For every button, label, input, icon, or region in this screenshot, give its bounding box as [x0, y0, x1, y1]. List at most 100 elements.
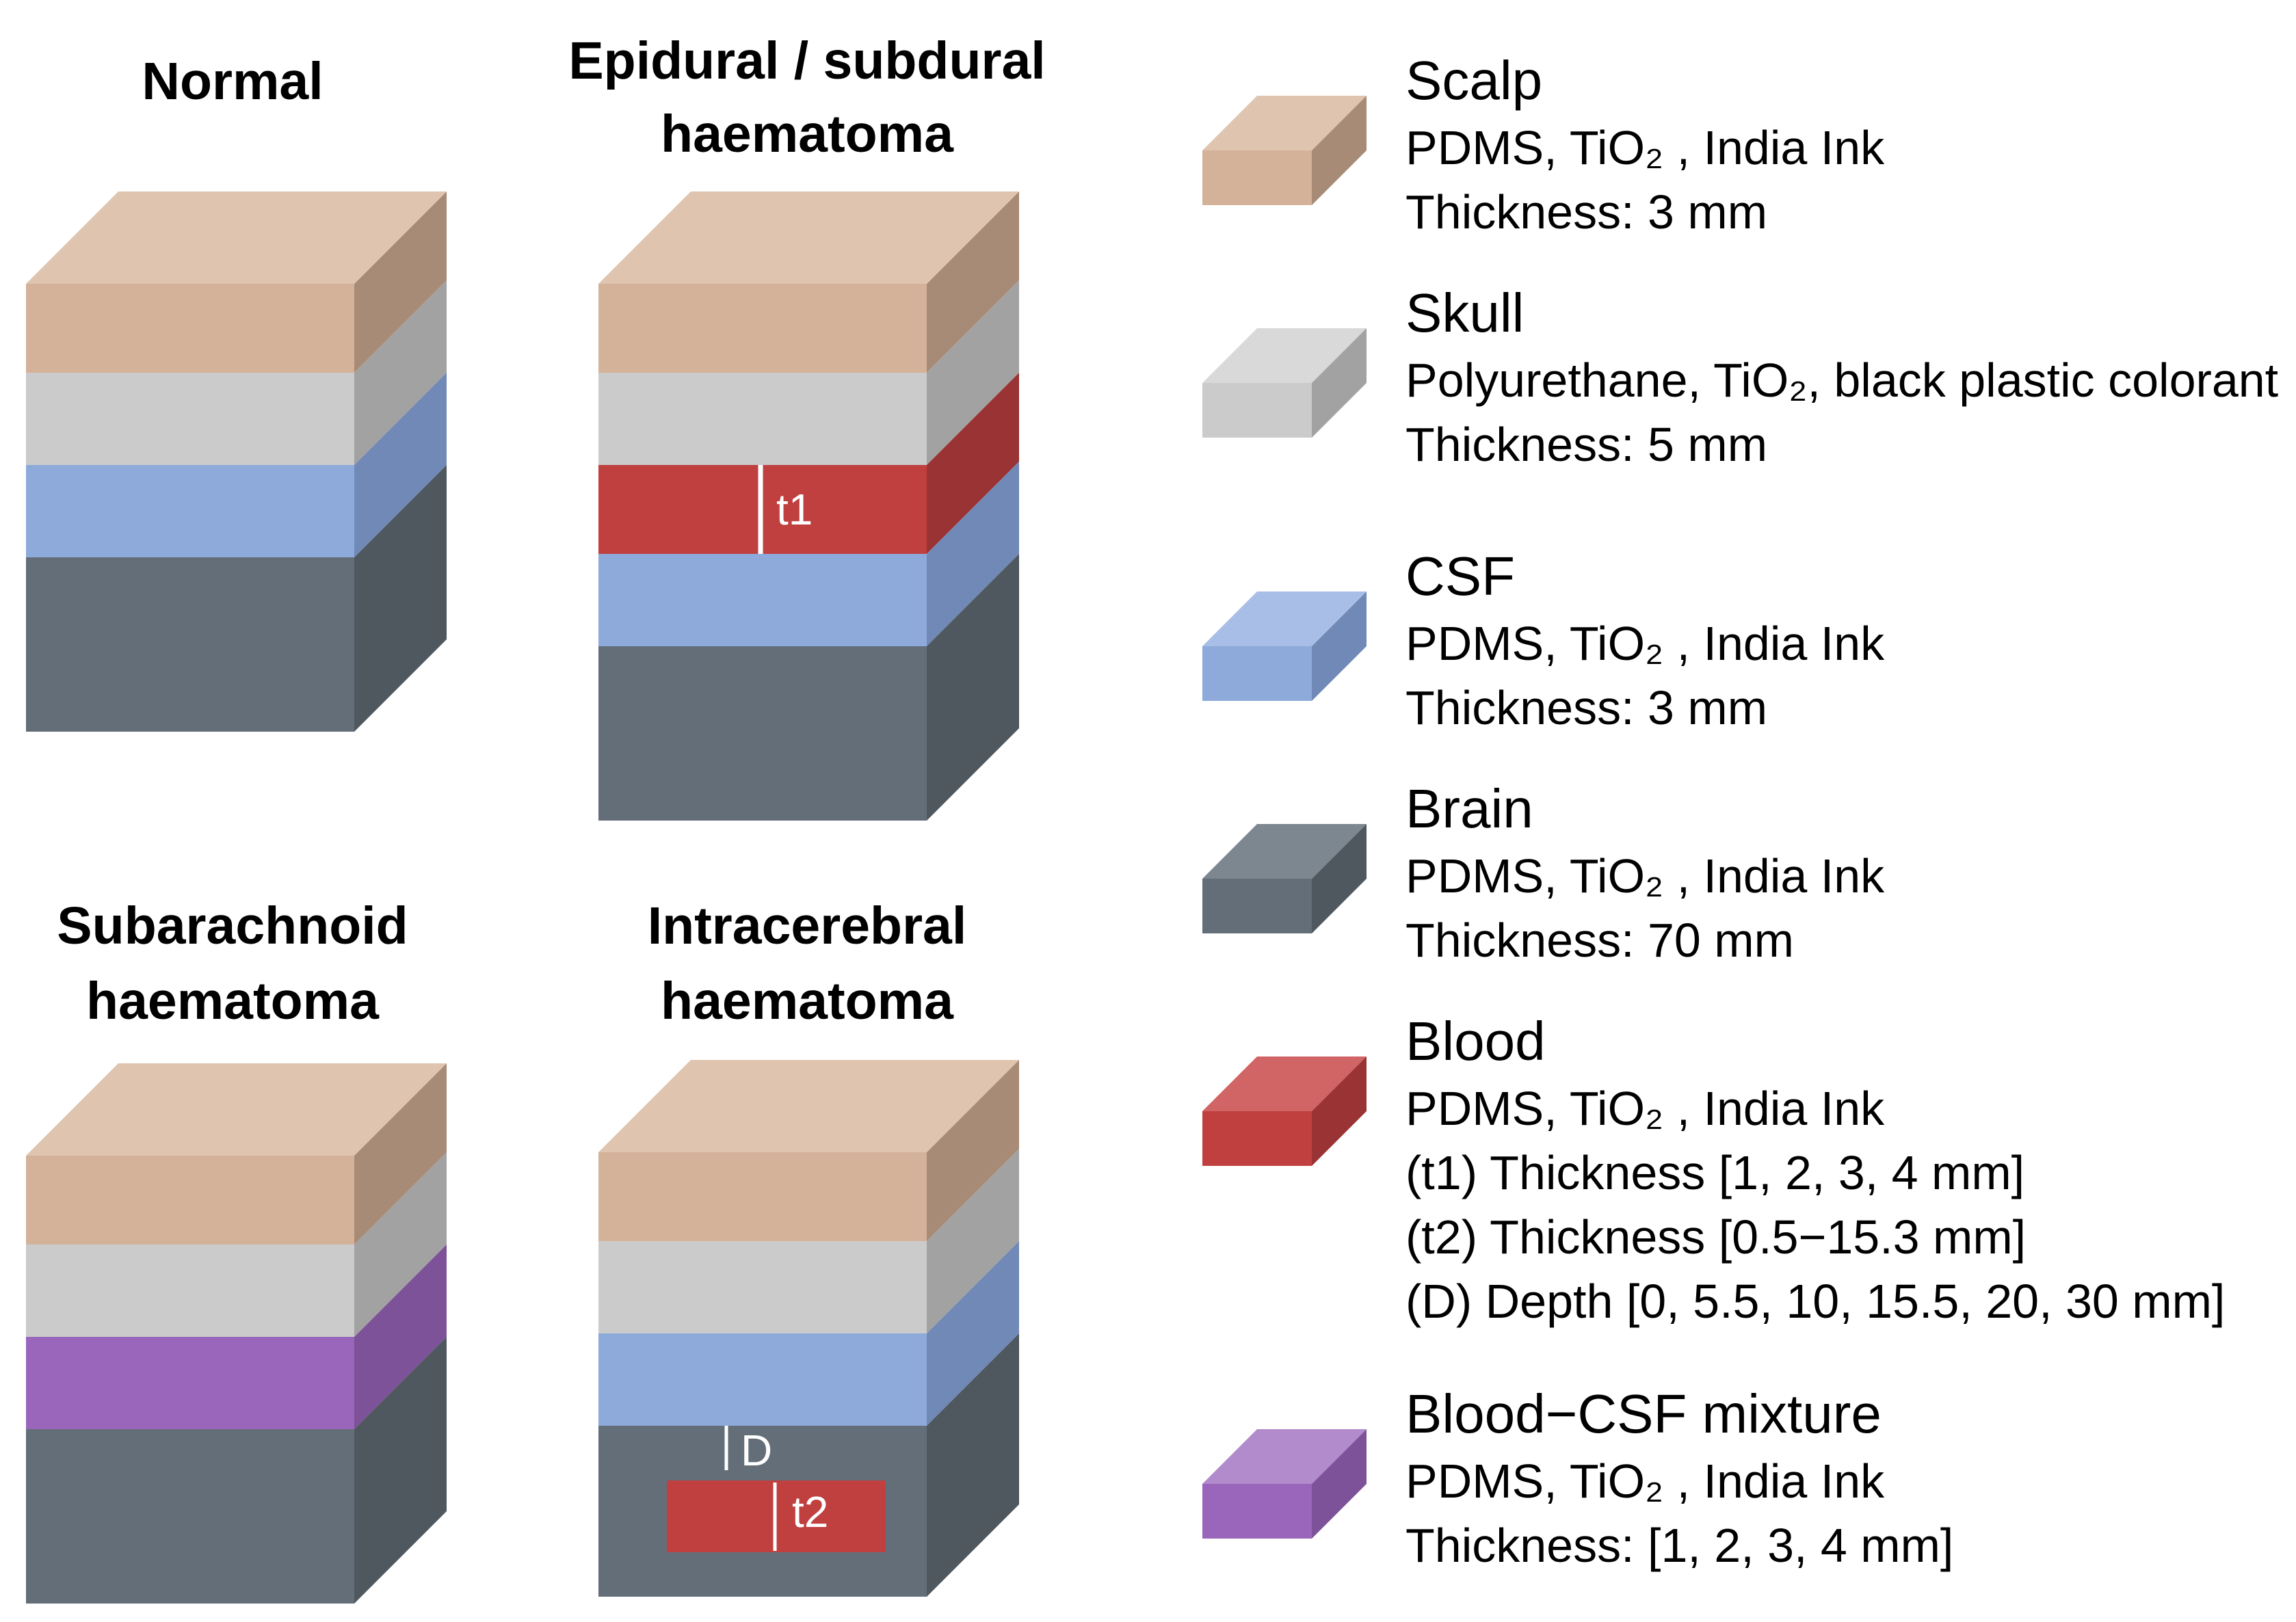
layer-csf	[26, 373, 447, 557]
layer-csf-front	[598, 1333, 927, 1426]
blood-swatch-icon	[1202, 1056, 1367, 1166]
layer-csf	[598, 1241, 1019, 1426]
panel-title-normal: Normal	[142, 52, 323, 111]
layer-scalp-top	[598, 1060, 1019, 1152]
annotation-t2-label: t2	[792, 1487, 828, 1537]
layer-scalp-side	[927, 191, 1019, 373]
layer-scalp-front	[598, 284, 927, 373]
layer-scalp	[26, 191, 447, 373]
title-epidural-line2: haematoma	[661, 105, 954, 163]
title-subarachnoid-line1: Subarachnoid	[57, 896, 408, 955]
layer-skull-side	[354, 1152, 447, 1337]
layer-csf-side	[354, 373, 447, 557]
panel-title-epidural: Epidural / subdural haematoma	[568, 31, 1045, 163]
layer-scalp-side	[354, 1063, 447, 1245]
layer-scalp	[598, 191, 1019, 373]
legend-blood-line: (t1) Thickness [1, 2, 3, 4 mm]	[1406, 1146, 2024, 1199]
layer-mixture-side	[354, 1245, 447, 1429]
legend-csf-line: Thickness: 3 mm	[1406, 681, 1767, 734]
legend-brain-line: PDMS, TiO₂ , India Ink	[1406, 849, 1885, 903]
legend-mixture-name: Blood−CSF mixture	[1406, 1383, 1882, 1444]
layer-scalp-top	[598, 191, 1019, 284]
annotation-t1: t1	[758, 465, 813, 554]
legend-scalp-name: Scalp	[1406, 50, 1542, 111]
title-intracerebral-line1: Intracerebral	[648, 896, 967, 955]
legend-brain-name: Brain	[1406, 778, 1533, 839]
layer-scalp	[598, 1060, 1019, 1241]
layer-csf-front	[598, 554, 927, 646]
layer-skull	[598, 1149, 1019, 1333]
layer-blood-side	[927, 373, 1019, 554]
layer-brain-front	[598, 646, 927, 821]
legend-scalp-line: PDMS, TiO₂ , India Ink	[1406, 121, 1885, 174]
layer-skull-front	[598, 373, 927, 465]
legend-blood-line: (D) Depth [0, 5.5, 10, 15.5, 20, 30 mm]	[1406, 1275, 2225, 1328]
layer-skull-side	[927, 1149, 1019, 1333]
legend-mixture-line: PDMS, TiO₂ , India Ink	[1406, 1454, 1885, 1508]
layer-skull-front	[598, 1241, 927, 1333]
scalp-swatch-icon	[1202, 96, 1367, 205]
layer-skull-front	[26, 1245, 354, 1337]
legend-csf-line: PDMS, TiO₂ , India Ink	[1406, 617, 1885, 670]
csf-swatch-icon	[1202, 591, 1367, 701]
legend-csf-name: CSF	[1406, 546, 1515, 607]
layer-csf-side	[927, 1241, 1019, 1426]
layer-brain-side	[354, 1337, 447, 1604]
layer-scalp-front	[26, 1156, 354, 1245]
layer-scalp-top	[26, 1063, 447, 1156]
legend-skull-name: Skull	[1406, 282, 1524, 343]
layer-skull-side	[354, 280, 447, 465]
layer-mixture	[26, 1245, 447, 1429]
title-subarachnoid-line2: haematoma	[86, 972, 380, 1031]
legend-blood-line: (t2) Thickness [0.5−15.3 mm]	[1406, 1210, 2026, 1264]
layer-skull	[26, 1152, 447, 1337]
legend-skull-line: Thickness: 5 mm	[1406, 418, 1767, 471]
layer-csf-side	[927, 462, 1019, 646]
layer-csf	[598, 462, 1019, 646]
skull-swatch-icon	[1202, 328, 1367, 438]
layer-scalp-top	[26, 191, 447, 284]
legend-scalp-line: Thickness: 3 mm	[1406, 185, 1767, 239]
layer-csf-front	[26, 465, 354, 557]
layer-brain-side	[927, 554, 1019, 821]
layer-brain-front	[26, 557, 354, 732]
title-normal-line1: Normal	[142, 52, 323, 111]
layer-brain	[26, 465, 447, 732]
mixture-swatch-icon	[1202, 1429, 1367, 1539]
layer-scalp-side	[927, 1060, 1019, 1241]
annotation-t1-label: t1	[776, 485, 813, 534]
legend-blood-line: PDMS, TiO₂ , India Ink	[1406, 1082, 1885, 1135]
layer-skull	[26, 280, 447, 465]
layer-brain-side	[927, 1333, 1019, 1597]
layer-skull-front	[26, 373, 354, 465]
panel-title-subarachnoid: Subarachnoid haematoma	[57, 896, 408, 1031]
panel-title-intracerebral: Intracerebral haematoma	[648, 896, 967, 1031]
layer-mixture-front	[26, 1337, 354, 1429]
block-normal	[26, 191, 447, 732]
layer-scalp-front	[26, 284, 354, 373]
legend-skull-line: Polyurethane, TiO₂, black plastic colora…	[1406, 354, 2278, 407]
layer-skull-side	[927, 280, 1019, 465]
annotation-d-label: D	[741, 1426, 772, 1475]
block-subarachnoid	[26, 1063, 447, 1604]
legend-mixture-line: Thickness: [1, 2, 3, 4 mm]	[1406, 1519, 1953, 1572]
brain-swatch-icon	[1202, 824, 1367, 933]
title-intracerebral-line2: haematoma	[661, 972, 954, 1031]
annotation-intracerebral: D t2	[667, 1426, 886, 1552]
layer-skull	[598, 280, 1019, 465]
legend-blood-name: Blood	[1406, 1011, 1546, 1072]
title-epidural-line1: Epidural / subdural	[568, 31, 1045, 90]
legend-brain-line: Thickness: 70 mm	[1406, 914, 1794, 967]
layer-brain-front	[26, 1429, 354, 1604]
layer-brain	[26, 1337, 447, 1604]
layer-scalp	[26, 1063, 447, 1245]
layer-scalp-front	[598, 1152, 927, 1241]
